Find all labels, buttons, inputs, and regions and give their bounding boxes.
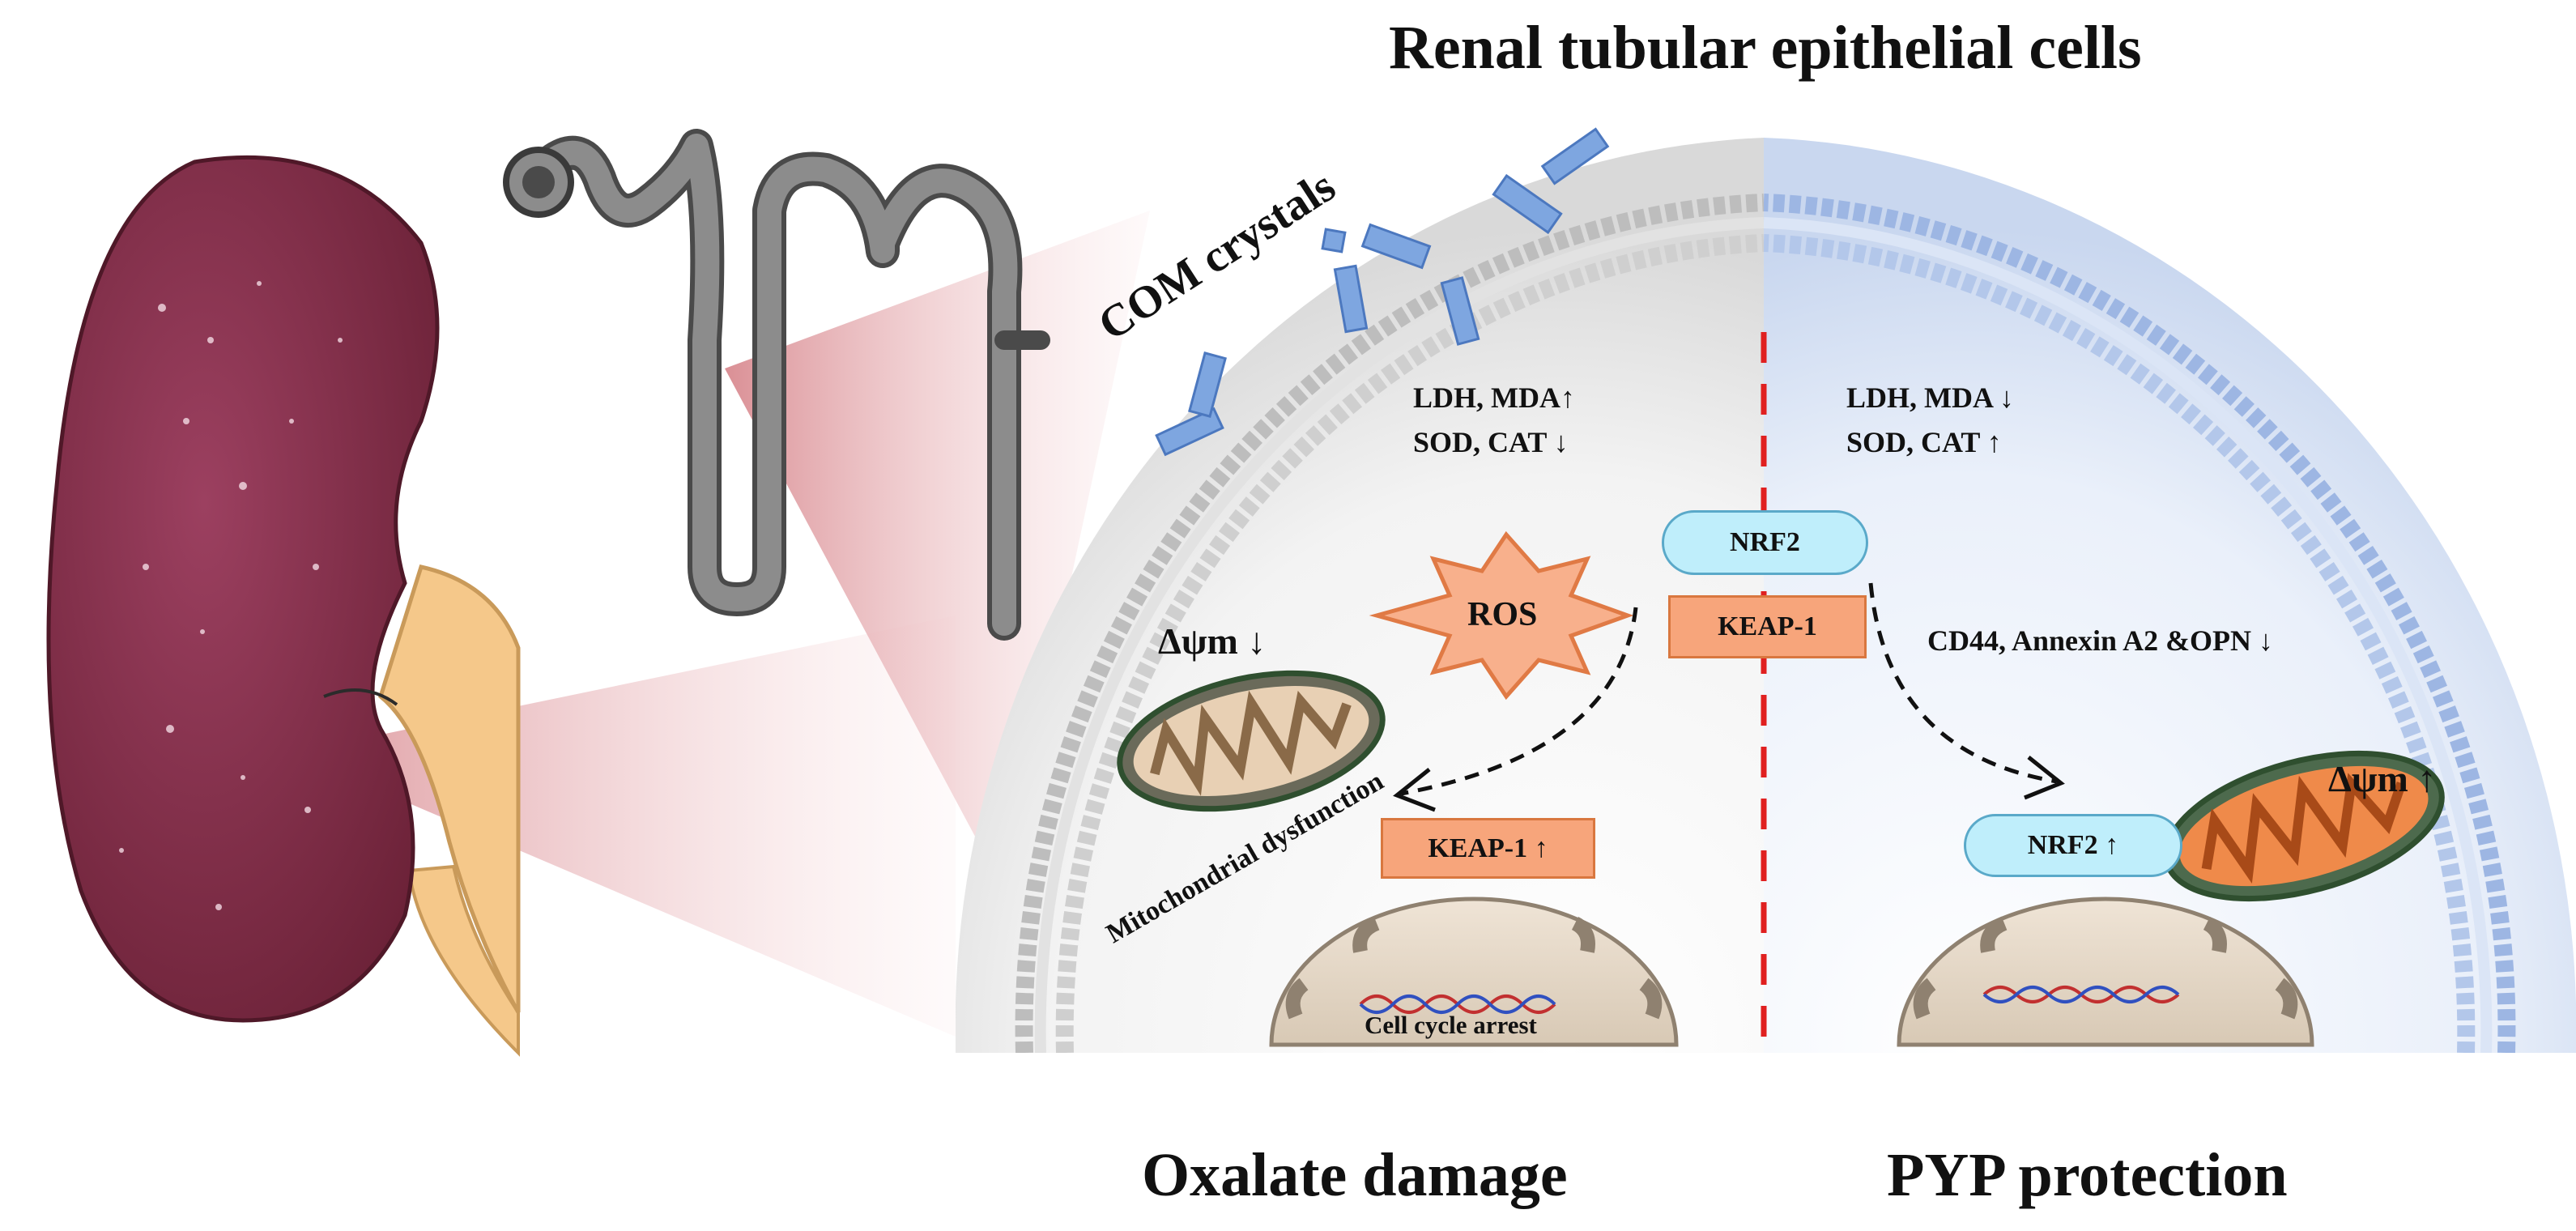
keap1-up-box: KEAP-1 ↑ (1381, 818, 1595, 879)
arrow-to-nrf2 (1868, 582, 2065, 800)
arrow-to-keap1 (1393, 607, 1638, 812)
com-crystals (1155, 127, 1610, 457)
left-markers-line-1: LDH, MDA↑ (1413, 381, 1575, 414)
keap1-center-box: KEAP-1 (1668, 595, 1867, 658)
left-section-label: Oxalate damage (1142, 1141, 1568, 1209)
mitochondrion-left (1117, 670, 1386, 812)
right-markers-line-1: LDH, MDA ↓ (1846, 381, 2014, 414)
right-proteins-label: CD44, Annexin A2 &OPN ↓ (1927, 624, 2274, 657)
left-membrane-potential: Δψm ↓ (1158, 620, 1267, 662)
right-section-label: PYP protection (1887, 1141, 2288, 1209)
right-markers-line-2: SOD, CAT ↑ (1846, 426, 2002, 458)
kidney-illustration (46, 155, 521, 1057)
ros-label: ROS (1467, 596, 1538, 633)
figure-title: Renal tubular epithelial cells (1389, 14, 2142, 82)
nucleus-left (1269, 897, 1679, 1047)
right-membrane-potential: Δψm ↑ (2328, 758, 2437, 799)
cell-cycle-label: Cell cycle arrest (1365, 1011, 1537, 1039)
nephron-illustration (503, 129, 1050, 641)
nrf2-center-box: NRF2 (1662, 510, 1868, 575)
ros-burst (1369, 530, 1634, 701)
nrf2-up-box: NRF2 ↑ (1964, 814, 2182, 877)
nucleus-right (1897, 897, 2314, 1047)
left-markers-line-2: SOD, CAT ↓ (1413, 426, 1569, 458)
